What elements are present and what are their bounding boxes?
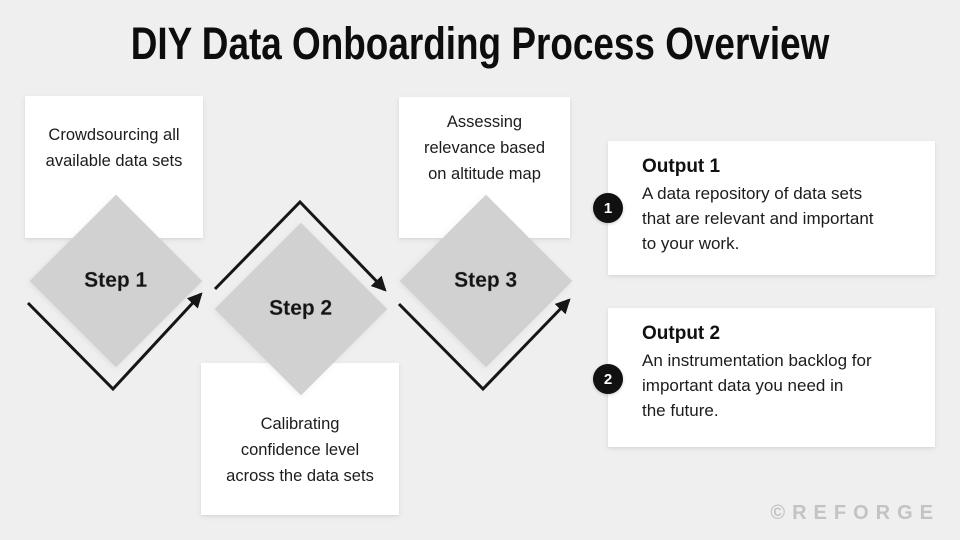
step1-label: Step 1 — [84, 269, 148, 292]
output2-title: Output 2 — [642, 323, 721, 344]
output1-number-badge: 1 — [593, 193, 623, 223]
output1-body: A data repository of data sets that are … — [642, 184, 874, 253]
step3-label: Step 3 — [454, 269, 518, 292]
step3-note-box: Assessing relevance based on altitude ma… — [399, 97, 570, 238]
reforge-watermark: ©REFORGE — [770, 502, 940, 524]
output2-number-badge: 2 — [593, 364, 623, 394]
output2-body: An instrumentation backlog for important… — [642, 351, 872, 420]
step2-label: Step 2 — [269, 297, 333, 320]
output1-card: Output 1 A data repository of data sets … — [608, 141, 935, 275]
output1-title: Output 1 — [642, 156, 721, 177]
output2-card: Output 2 An instrumentation backlog for … — [608, 308, 935, 447]
page-title: DIY Data Onboarding Process Overview — [130, 18, 830, 69]
